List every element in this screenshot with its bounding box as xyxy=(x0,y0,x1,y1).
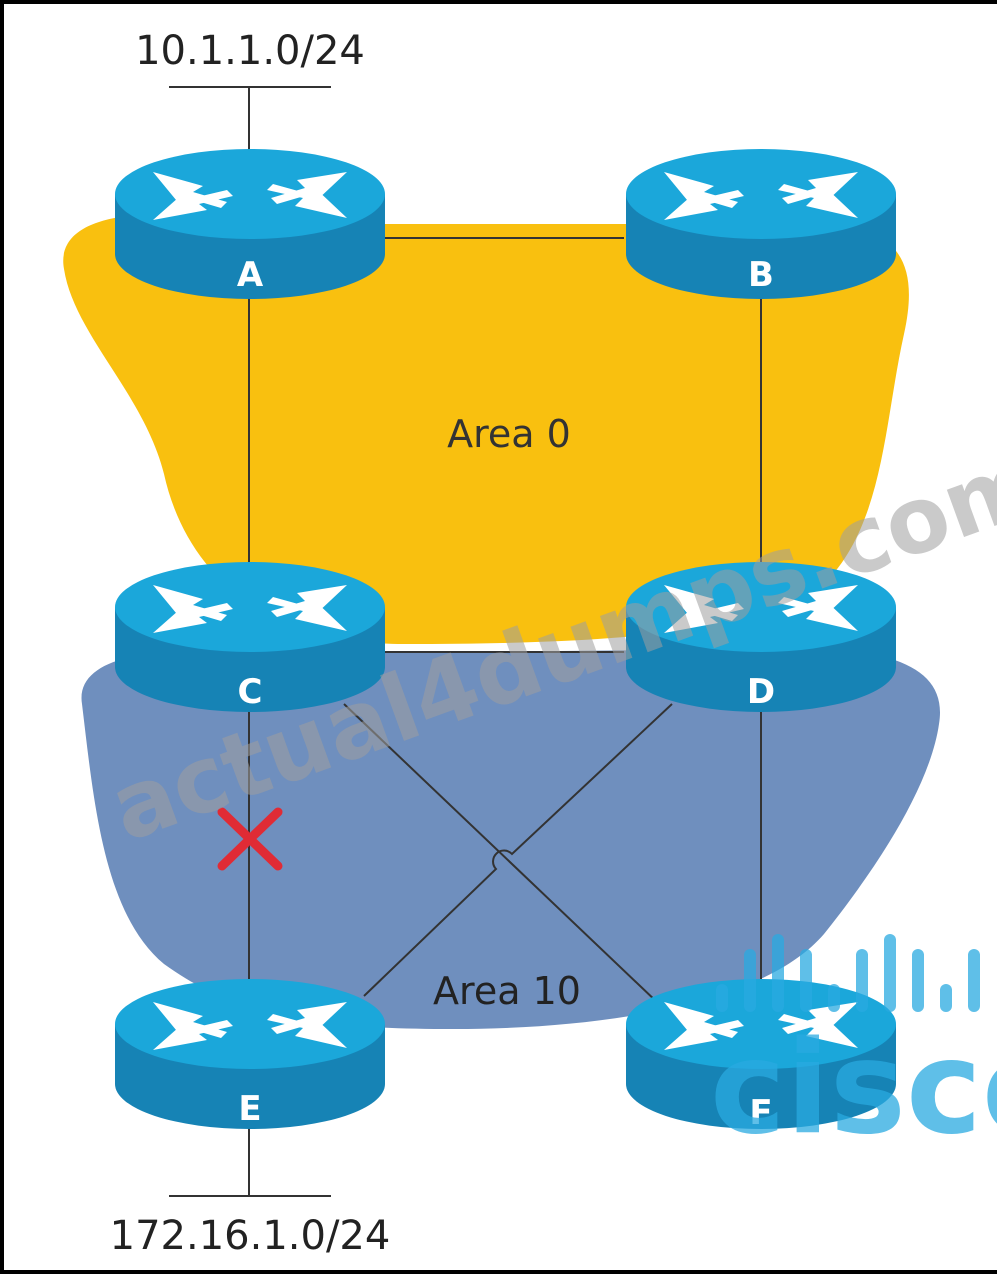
area10-region xyxy=(81,648,941,1029)
area0-region xyxy=(63,214,909,644)
link-d-e xyxy=(363,703,673,997)
router-b-label: B xyxy=(748,255,774,295)
router-e[interactable]: E xyxy=(115,979,385,1129)
network-bottom-label: 172.16.1.0/24 xyxy=(110,1213,391,1259)
cisco-brand-text: cisco xyxy=(710,1014,997,1163)
network-top-label: 10.1.1.0/24 xyxy=(135,28,365,74)
router-e-label: E xyxy=(238,1089,261,1129)
router-f[interactable]: F xyxy=(626,979,896,1133)
router-d[interactable]: D xyxy=(626,562,896,712)
router-c[interactable]: C xyxy=(115,562,385,712)
ospf-topology-diagram: A B C D E F 10.1.1.0/24 172.16.1.0/24 Ar… xyxy=(63,28,997,1259)
router-b[interactable]: B xyxy=(626,149,896,299)
area10-label: Area 10 xyxy=(433,969,581,1013)
router-a-label: A xyxy=(237,255,264,295)
router-a[interactable]: A xyxy=(115,149,385,299)
area0-label: Area 0 xyxy=(447,412,571,456)
cisco-logo-icon xyxy=(716,934,980,1012)
link-failure-x-icon xyxy=(217,807,283,871)
router-c-label: C xyxy=(238,672,263,712)
link-c-f xyxy=(343,703,660,1005)
router-d-label: D xyxy=(747,672,775,712)
router-f-label: F xyxy=(749,1093,772,1133)
